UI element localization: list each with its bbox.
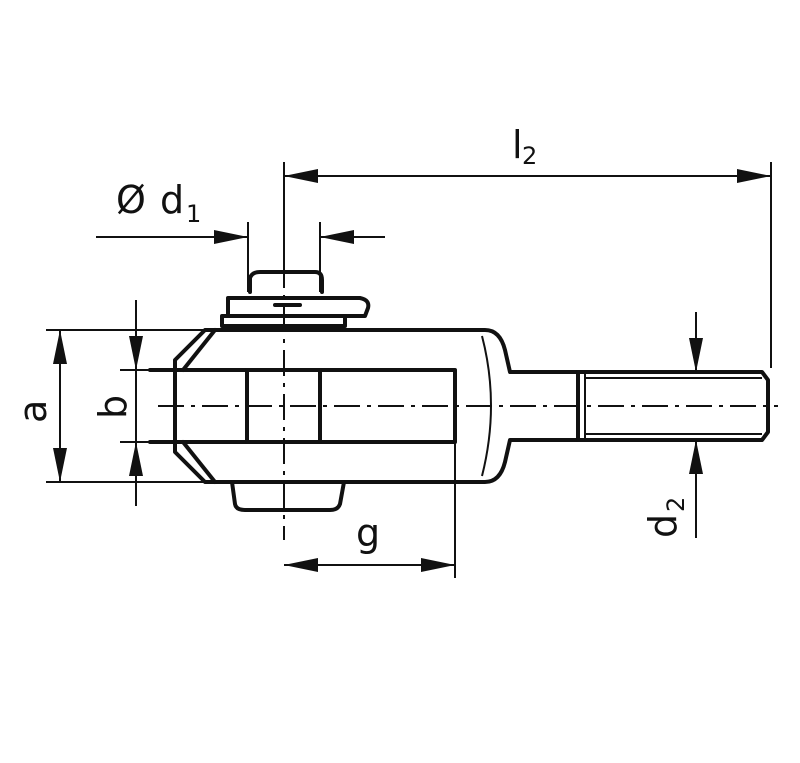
- threaded-rod: [576, 370, 770, 442]
- d1-subscript: 1: [186, 200, 201, 228]
- d1-diameter-symbol: Ø: [116, 178, 146, 222]
- dimension-l2: l 2: [283, 123, 772, 368]
- dimension-a: a: [11, 329, 205, 483]
- dimension-g: g: [284, 442, 456, 578]
- dimension-d1: Ø d 1: [96, 178, 385, 292]
- a-label: a: [11, 400, 55, 423]
- d2-subscript: 2: [662, 497, 690, 512]
- dimension-d2: d 2: [641, 312, 703, 538]
- d1-label: d: [160, 178, 184, 222]
- dimension-b: b: [91, 300, 152, 506]
- b-label: b: [91, 395, 135, 419]
- clevis-pin: [220, 270, 371, 512]
- d2-label: d: [641, 514, 685, 538]
- l2-label: l: [512, 123, 523, 167]
- l2-subscript: 2: [522, 142, 537, 170]
- g-label: g: [356, 511, 380, 555]
